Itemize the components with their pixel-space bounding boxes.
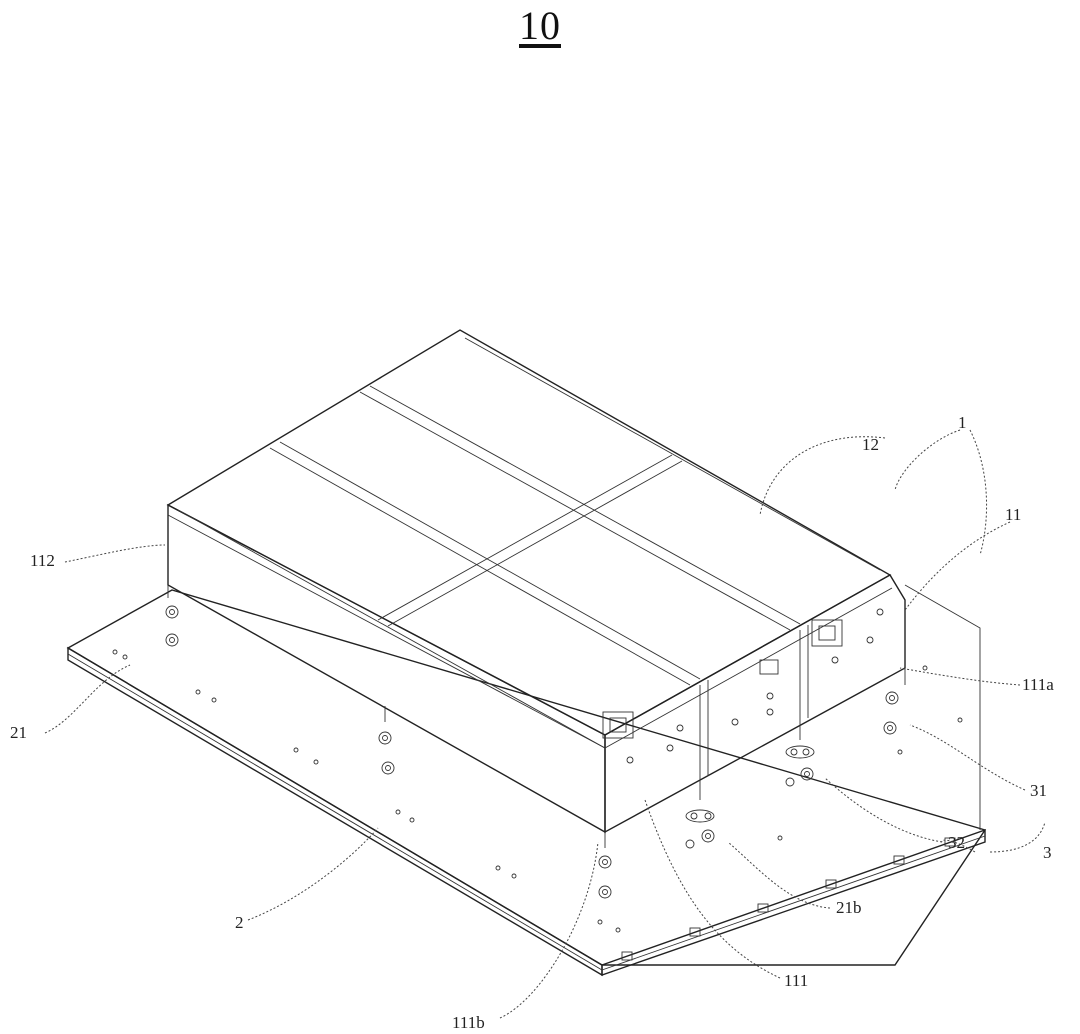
label-3: 3	[1043, 843, 1052, 862]
label-112: 112	[30, 551, 55, 570]
figure-number: 10	[519, 3, 561, 48]
label-111: 111	[784, 971, 808, 990]
label-2: 2	[235, 913, 244, 932]
label-31: 31	[1030, 781, 1047, 800]
label-111a: 111a	[1022, 675, 1054, 694]
label-21b: 21b	[836, 898, 862, 917]
label-21: 21	[10, 723, 27, 742]
reference-labels: 1 12 11 112 111a 21 31 32 3 21b 2 111 11…	[10, 413, 1054, 1032]
label-1: 1	[958, 413, 967, 432]
battery-module	[166, 329, 906, 848]
leader-lines	[44, 429, 1046, 1019]
label-32: 32	[948, 833, 965, 852]
base-plate	[66, 584, 987, 977]
label-111b: 111b	[452, 1013, 485, 1032]
label-12: 12	[862, 435, 879, 454]
label-11: 11	[1005, 505, 1021, 524]
